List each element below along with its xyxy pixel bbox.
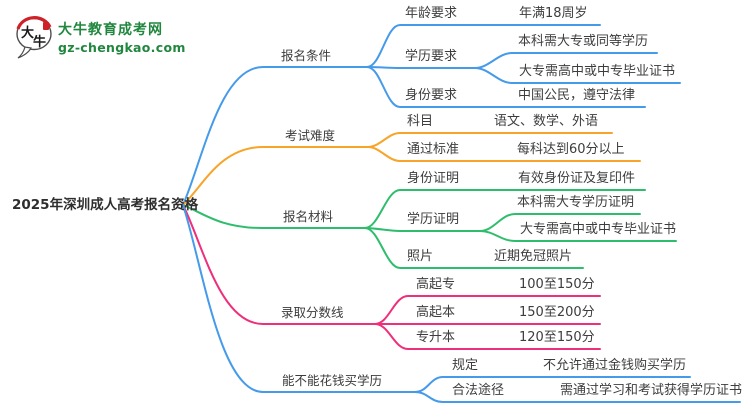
legal-path-value: 需通过学习和考试获得学历证书: [560, 383, 743, 398]
branch-label-money-buy-diploma: 能不能花钱买学历: [282, 373, 383, 388]
line-education-proof-value-2: [479, 230, 677, 242]
identity-proof-label: 身份证明: [407, 171, 460, 186]
line-passing-standard: [367, 146, 641, 162]
education-proof-value-1: 本科需大专学历证明: [517, 195, 635, 210]
zhuanshengben-label: 专升本: [416, 330, 456, 345]
zhuanshengben-score: 120至150分: [519, 330, 595, 345]
regulation-label: 规定: [452, 358, 479, 373]
branch-line-registration-materials: [182, 204, 366, 229]
subjects-label: 科目: [407, 114, 434, 129]
branch-label-registration-conditions: 报名条件: [281, 48, 332, 63]
regulation-value: 不允许通过金钱购买学历: [543, 358, 687, 373]
education-requirement-label: 学历要求: [405, 49, 458, 64]
branch-label-registration-materials: 报名材料: [283, 209, 334, 224]
gaoqiben-score: 150至200分: [519, 305, 595, 320]
logo-seal: [43, 22, 49, 30]
site-url: gz-chengkao.com: [58, 40, 186, 55]
photo-label: 照片: [407, 249, 434, 264]
branch-line-admission-scores: [182, 204, 376, 325]
line-zhuanshengben: [374, 323, 601, 350]
line-legal-path: [414, 391, 741, 403]
line-education-req-value-2: [474, 67, 681, 84]
site-name: 大牛教育成考网: [58, 22, 163, 38]
education-requirement-value-1: 本科需大专或同等学历: [518, 34, 649, 49]
legal-path-label: 合法途径: [452, 383, 505, 398]
gaoqizhuan-label: 高起专: [416, 277, 456, 292]
logo-char-da: 大: [21, 25, 34, 41]
branch-label-admission-scores: 录取分数线: [281, 305, 344, 320]
age-requirement-label: 年龄要求: [405, 6, 458, 21]
passing-standard-value: 每科达到60分以上: [517, 142, 625, 157]
line-subjects: [367, 132, 613, 148]
gaoqizhuan-score: 100至150分: [519, 277, 595, 292]
identity-requirement-label: 身份要求: [405, 88, 458, 103]
line-identity-requirement: [366, 66, 646, 108]
logo-bubble-tail: [17, 46, 32, 59]
line-education-proof: [364, 227, 481, 232]
line-education-requirement: [366, 66, 476, 69]
line-photo: [364, 227, 584, 269]
branch-line-registration-conditions: [182, 66, 368, 206]
branch-label-exam-difficulty: 考试难度: [285, 128, 336, 143]
branch-line-exam-difficulty: [182, 146, 369, 206]
education-requirement-value-2: 大专需高中或中专毕业证书: [519, 64, 676, 79]
passing-standard-label: 通过标准: [407, 142, 460, 157]
photo-value: 近期免冠照片: [494, 249, 573, 264]
line-age-requirement: [366, 24, 601, 68]
line-education-req-value-1: [474, 52, 658, 69]
subjects-value: 语文、数学、外语: [494, 114, 599, 129]
gaoqiben-label: 高起本: [416, 305, 456, 320]
identity-requirement-value: 中国公民，遵守法律: [518, 88, 636, 103]
line-gaoqizhuan: [374, 295, 601, 325]
site-logo-icon: 大 牛: [16, 16, 52, 59]
branch-line-money-buy-diploma: [182, 204, 416, 393]
logo-char-niu: 牛: [33, 34, 46, 50]
education-proof-value-2: 大专需高中或中专毕业证书: [520, 222, 677, 237]
education-proof-label: 学历证明: [407, 212, 460, 227]
line-identity-proof: [364, 189, 646, 229]
root-topic: 2025年深圳成人高考报名资格: [12, 197, 199, 213]
age-requirement-value: 年满18周岁: [519, 6, 588, 21]
identity-proof-value: 有效身份证及复印件: [518, 171, 636, 186]
